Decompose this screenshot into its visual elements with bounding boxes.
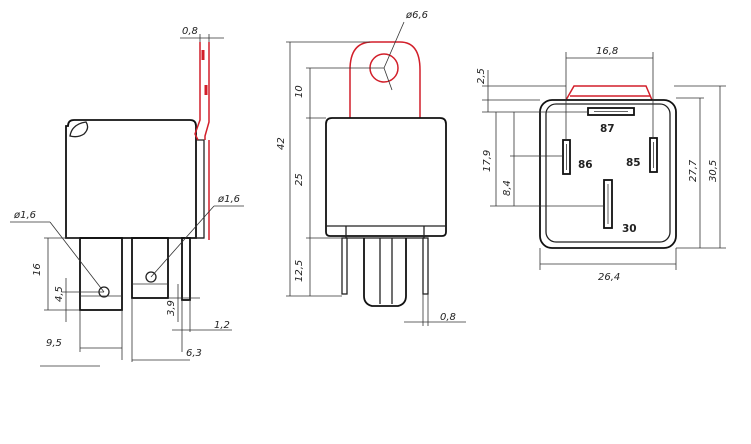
dim-center-offset: 8,4 (502, 180, 513, 196)
side-latch (69, 121, 89, 138)
bottom-outer (539, 99, 677, 249)
dim-total-height: 42 (276, 137, 287, 150)
terminal-87-blade (587, 107, 635, 116)
hole-right (145, 271, 157, 283)
terminal-86-label: 86 (578, 159, 593, 171)
front-body (325, 117, 447, 237)
dim-inner-height: 27,7 (688, 159, 699, 182)
terminal-85-label: 85 (626, 157, 641, 169)
dim-pin-length: 12,5 (294, 260, 305, 282)
dim-pin-thickness: 0,8 (440, 312, 456, 323)
side-pin-mid (131, 237, 169, 299)
side-view: 0,8 ø1,6 ø1,6 16 4,5 3,9 9,5 1,2 6,3 (10, 26, 244, 367)
front-tab (349, 41, 421, 118)
front-view: ø6,6 10 42 25 12,5 0,8 (276, 10, 466, 326)
dim-hole-right: ø1,6 (217, 194, 240, 205)
dim-pin-offset: 3,9 (166, 300, 177, 316)
side-pin-right (181, 237, 191, 301)
side-body (65, 119, 197, 239)
dim-mount-hole: ø6,6 (405, 10, 428, 21)
dim-tab-height: 10 (294, 85, 305, 98)
dim-body-height: 25 (294, 173, 305, 186)
bottom-inner (545, 103, 671, 243)
dim-tab-thickness: 0,8 (182, 26, 198, 37)
dim-pin-height: 16 (32, 263, 43, 276)
dim-pin-spacing: 16,8 (596, 46, 618, 57)
side-tab (194, 42, 210, 141)
dim-top-offset: 2,5 (476, 68, 487, 84)
side-pin-left (79, 237, 123, 311)
bottom-tab (565, 85, 653, 101)
terminal-87-label: 87 (600, 123, 615, 135)
front-pin-right (422, 237, 429, 295)
terminal-30-blade (603, 179, 613, 229)
dim-hole-left: ø1,6 (13, 210, 36, 221)
dim-outer-height: 30,5 (708, 160, 719, 182)
front-pin-center (363, 238, 407, 307)
dim-pin-row: 17,9 (482, 150, 493, 172)
dim-width-right: 6,3 (186, 348, 202, 359)
dim-width: 26,4 (598, 272, 620, 283)
dim-width-left: 9,5 (46, 338, 62, 349)
terminal-30-label: 30 (622, 223, 637, 235)
bottom-view: 87 86 85 30 16,8 2,5 17,9 8,4 27,7 30,5 … (476, 46, 726, 283)
front-pin-left (341, 237, 348, 295)
terminal-86-blade (562, 139, 571, 175)
dim-hole-height: 4,5 (54, 286, 65, 302)
terminal-85-blade (649, 137, 658, 173)
dim-pin-width: 1,2 (214, 320, 230, 331)
